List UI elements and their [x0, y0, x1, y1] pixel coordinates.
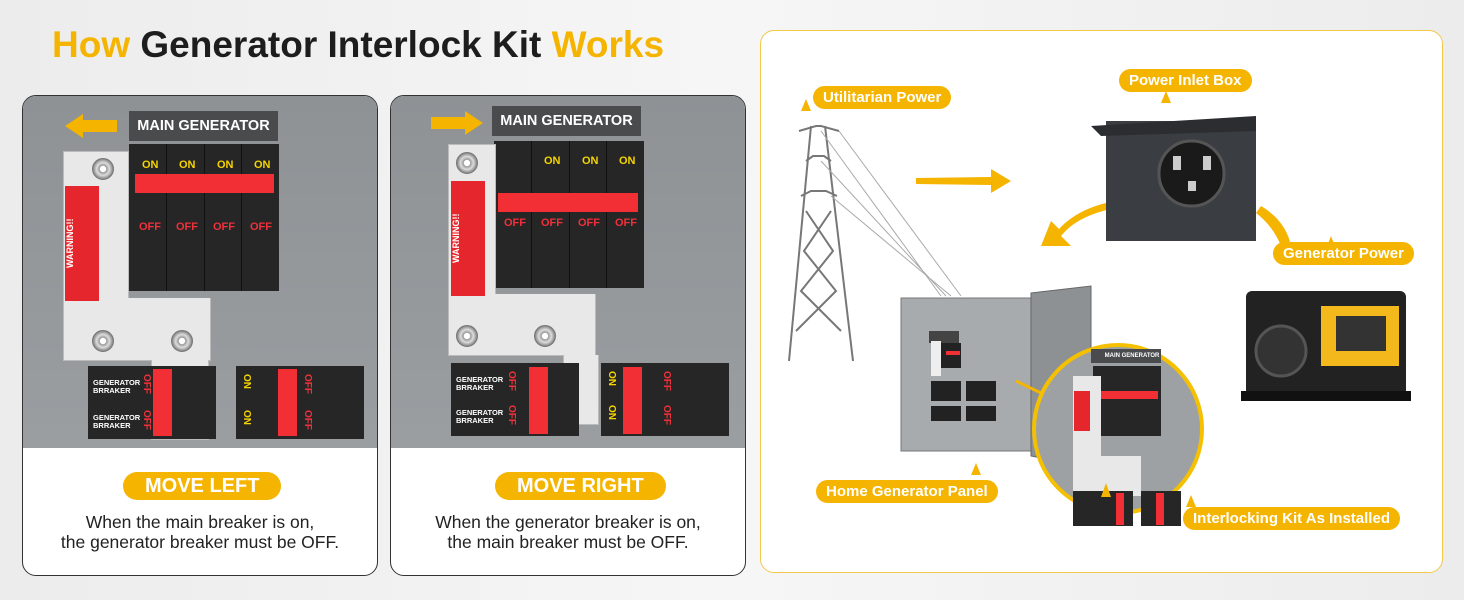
main-breaker-handle [135, 174, 274, 193]
main-breaker-handle [498, 193, 638, 212]
main-generator-label: MAIN GENERATOR [492, 106, 641, 136]
power-tower-icon [788, 125, 962, 362]
generator-icon [1241, 291, 1411, 401]
zoomed-interlock-icon [1032, 343, 1204, 526]
arrow-right-icon [916, 169, 1011, 193]
home-generator-panel-label: Home Generator Panel [816, 480, 998, 503]
screw-icon [534, 325, 556, 347]
generator-power-label: Generator Power [1273, 242, 1414, 265]
warning-label: WARNING!! [451, 181, 485, 296]
screw-icon [456, 325, 478, 347]
page-title: How Generator Interlock Kit Works [52, 24, 665, 65]
main-generator-label: MAIN GENERATOR [129, 111, 278, 141]
screw-icon [171, 330, 193, 352]
screw-icon [92, 330, 114, 352]
screw-icon [456, 152, 478, 174]
installation-diagram: MAIN GENERATOR Utilitarian Power Power I… [760, 30, 1443, 573]
diagram-illustration [788, 91, 1411, 526]
utilitarian-power-label: Utilitarian Power [813, 86, 952, 109]
move-left-badge: MOVE LEFT [123, 472, 282, 500]
generator-breaker-handle [153, 369, 172, 436]
generator-breaker-handle [529, 367, 548, 434]
power-inlet-box-label: Power Inlet Box [1119, 69, 1252, 92]
warning-label: WARNING!! [65, 186, 99, 301]
move-right-description: When the generator breaker is on,the mai… [435, 512, 701, 552]
interlocking-kit-installed-label: Interlocking Kit As Installed [1183, 507, 1400, 530]
screw-icon [92, 158, 114, 180]
arrow-left-icon [65, 114, 117, 138]
move-left-description: When the main breaker is on,the generato… [60, 512, 340, 552]
arrow-right-icon [431, 111, 483, 135]
curve-connector-icon [1256, 206, 1291, 246]
power-inlet-box-icon [1091, 116, 1256, 241]
move-right-badge: MOVE RIGHT [495, 472, 666, 500]
